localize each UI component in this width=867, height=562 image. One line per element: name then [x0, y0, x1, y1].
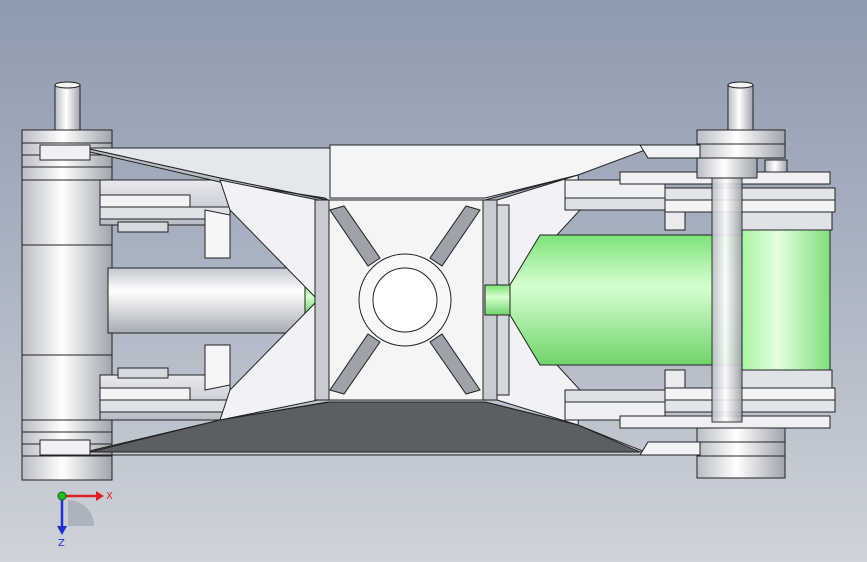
left-pin-top [54, 84, 81, 134]
right-pin-top [727, 84, 754, 134]
bottom-link-bar [39, 439, 701, 456]
center-ring-inner [372, 267, 438, 333]
left-washer-1 [21, 129, 113, 144]
x-axis-arrow-icon [96, 491, 104, 501]
left-shaft [107, 267, 309, 334]
x-axis-label: X [106, 491, 113, 502]
frame-bottom-rail[interactable] [84, 401, 646, 456]
right-bracket[interactable] [564, 171, 836, 429]
left-washer-5 [21, 419, 113, 433]
left-pin-assembly[interactable] [21, 81, 113, 481]
frame-top-rail[interactable] [84, 144, 646, 201]
z-axis-arrow-icon [57, 526, 67, 535]
hydraulic-cylinder[interactable] [509, 229, 831, 371]
left-pin-cap [54, 81, 81, 89]
left-washer-4 [21, 166, 113, 181]
left-washer-8 [21, 455, 113, 481]
coordinate-triad: X Z [57, 491, 113, 549]
cylinder-end-cap [741, 229, 831, 371]
center-hub[interactable] [314, 199, 498, 401]
right-pin-assembly[interactable] [696, 81, 788, 479]
y-axis-dot-icon [57, 491, 67, 501]
z-axis-label: Z [58, 538, 65, 549]
top-link-bar [39, 144, 701, 161]
